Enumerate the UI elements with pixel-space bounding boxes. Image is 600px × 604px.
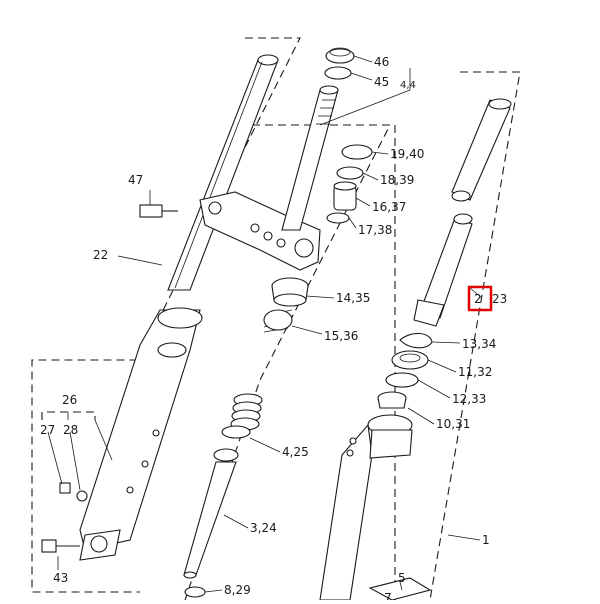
oil-seal-11-32 <box>391 350 429 370</box>
outer-slider-right <box>319 414 413 601</box>
part-5-7 <box>368 577 432 601</box>
callout-28: 28 <box>63 423 78 437</box>
callout-3-24: 3,24 <box>250 521 277 535</box>
callout-14-35: 14,35 <box>336 291 370 305</box>
steering-stem <box>281 85 339 231</box>
callout-8-29: 8,29 <box>224 583 251 597</box>
callout-47: 47 <box>128 173 143 187</box>
callout-7: 7 <box>384 591 392 600</box>
callout-22: 22 <box>93 248 108 262</box>
washer-12-33 <box>385 372 419 388</box>
callout-17-38: 17,38 <box>358 223 392 237</box>
left-fork-group-outline <box>31 37 301 593</box>
callout-19-40: 19,40 <box>390 147 424 161</box>
leader-lines <box>47 55 483 593</box>
collar-16-37 <box>333 181 357 211</box>
upper-bracket-clamp <box>199 191 321 271</box>
clip-18-39 <box>336 166 364 180</box>
inner-tube-right <box>451 98 512 202</box>
callout-12-33: 12,33 <box>452 392 486 406</box>
callout-10-31: 10,31 <box>436 417 470 431</box>
callout-46: 46 <box>374 55 389 69</box>
callout-1: 1 <box>482 533 490 547</box>
callout-18-39: 18,39 <box>380 173 414 187</box>
callout-15-36: 15,36 <box>324 329 358 343</box>
cap-46 <box>325 47 355 64</box>
callout-45: 45 <box>374 75 389 89</box>
callout-27: 27 <box>40 423 55 437</box>
callout-11-32: 11,32 <box>458 365 492 379</box>
callout-43: 43 <box>53 571 68 585</box>
highlight-box <box>467 285 493 312</box>
drain-screw-27 <box>59 482 71 494</box>
damper-rod-3-24 <box>183 448 239 579</box>
callout-16-37: 16,37 <box>372 200 406 214</box>
oring-45 <box>324 66 352 80</box>
bushing-10-31 <box>377 391 407 409</box>
seal-19-40 <box>341 144 373 160</box>
washer-28 <box>76 490 88 502</box>
fork-tube-upper <box>167 54 279 291</box>
callout-26: 26 <box>62 393 77 407</box>
callout-5: 5 <box>398 571 406 585</box>
clip-13-34 <box>399 332 433 349</box>
part-8-29 <box>184 586 206 598</box>
right-fork-group-outline <box>429 71 521 601</box>
washer-4-25 <box>221 425 251 439</box>
bolt-47 <box>139 204 178 218</box>
spring-15-36 <box>263 309 293 333</box>
oring-17-38 <box>326 212 350 224</box>
spring-coil-lower <box>230 393 263 431</box>
inner-tube-lower <box>413 213 473 327</box>
callout-23: 23 <box>492 292 507 306</box>
callout-4-25: 4,25 <box>282 445 309 459</box>
callout-2: 2 <box>474 292 482 306</box>
callout-13-34: 13,34 <box>462 337 496 351</box>
subgroup-26-bracket <box>41 411 96 420</box>
spring-seat-14-35 <box>271 277 309 307</box>
outer-slider-left <box>79 307 203 561</box>
bolt-43 <box>41 539 80 553</box>
callout-4-4: 4,4 <box>400 80 416 91</box>
